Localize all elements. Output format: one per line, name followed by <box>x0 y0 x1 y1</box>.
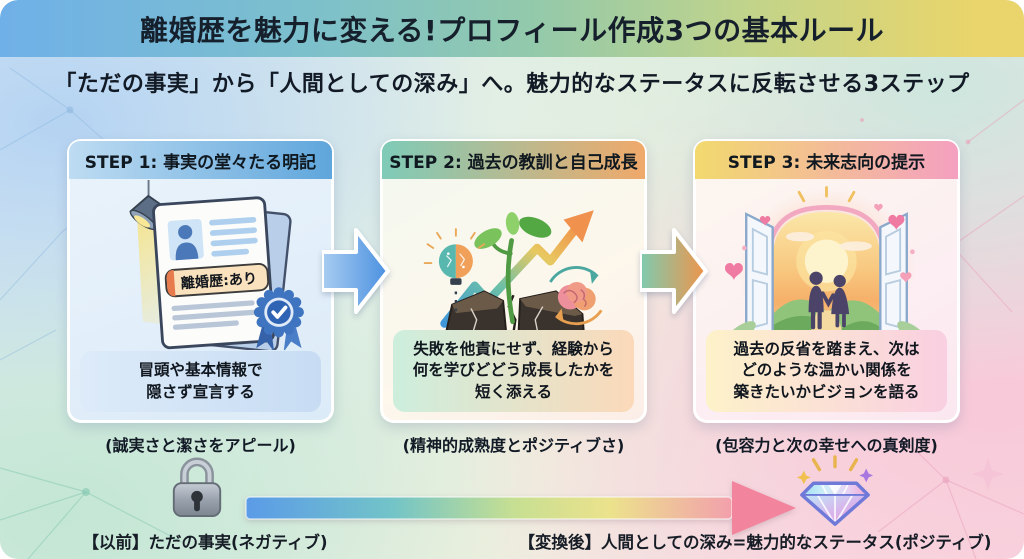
lightbulb-icon <box>423 228 486 313</box>
page-title: 離婚歴を魅力に変える!プロフィール作成3つの基本ルール <box>139 13 885 47</box>
divorce-status-badge: 離婚歴:あり <box>164 262 270 298</box>
growth-arrow-icon <box>440 222 582 328</box>
spotlight-document-illustration: 離婚歴:あり <box>129 180 304 350</box>
verified-badge-icon <box>253 287 304 350</box>
after-label: 【変換後】人間としての深み=魅力的なステータス(ポジティブ) <box>518 533 992 552</box>
step3-note: 過去の反省を踏まえ、次は どのような温かい関係を 築きたいかビジョンを語る <box>706 329 947 412</box>
arrow-step1-to-step2-icon <box>322 228 390 314</box>
profile-document: 離婚歴:あり <box>152 196 276 350</box>
title-banner: 離婚歴を魅力に変える!プロフィール作成3つの基本ルール <box>0 0 1024 57</box>
sparkle-right <box>859 468 874 483</box>
step1-card: STEP 1: 事実の堂々たる明記 <box>67 139 334 423</box>
step1-header: STEP 1: 事実の堂々たる明記 <box>69 141 332 179</box>
step3-caption: (包容力と次の幸せへの真剣度) <box>715 436 938 455</box>
step1-caption: (誠実さと潔さをアピール) <box>105 436 296 455</box>
divorce-status-badge-label: 離婚歴:あり <box>180 270 257 292</box>
step2-header: STEP 2: 過去の教訓と自己成長 <box>382 141 645 179</box>
open-doors-sunrise-illustration <box>724 186 928 350</box>
cracked-ground <box>443 290 586 341</box>
step3-card: STEP 3: 未来志向の提示 <box>693 139 960 423</box>
sprout-icon <box>474 212 552 325</box>
step1-note: 冒頭や基本情報で 隠さず宣言する <box>80 351 321 412</box>
transformation-arrow-icon <box>245 481 796 535</box>
avatar <box>178 225 193 240</box>
step2-note: 失敗を他責にせず、経験から 何を学びどどう成長したかを 短く添える <box>393 329 634 412</box>
diamond-icon <box>796 455 874 526</box>
growth-arrowhead <box>563 210 594 243</box>
check-icon <box>271 305 288 319</box>
subtitle: 「ただの事実」から「人間としての深み」へ。魅力的なステータスに反転させる3ステッ… <box>54 72 970 97</box>
arrow-step2-to-step3-icon <box>640 228 708 314</box>
brain-icon <box>549 266 603 326</box>
sun-rays <box>797 186 856 203</box>
step2-caption: (精神的成熟度とポジティブさ) <box>402 436 625 455</box>
sparkle-left <box>796 470 811 485</box>
step2-card: STEP 2: 過去の教訓と自己成長 <box>380 139 647 423</box>
growth-sprout-illustration <box>423 210 603 343</box>
couple-silhouette <box>808 271 850 330</box>
lock-icon <box>172 457 222 517</box>
shine-rays <box>811 455 859 472</box>
before-label: 【以前】ただの事実(ネガティブ) <box>82 533 328 552</box>
step3-header: STEP 3: 未来志向の提示 <box>695 141 958 179</box>
